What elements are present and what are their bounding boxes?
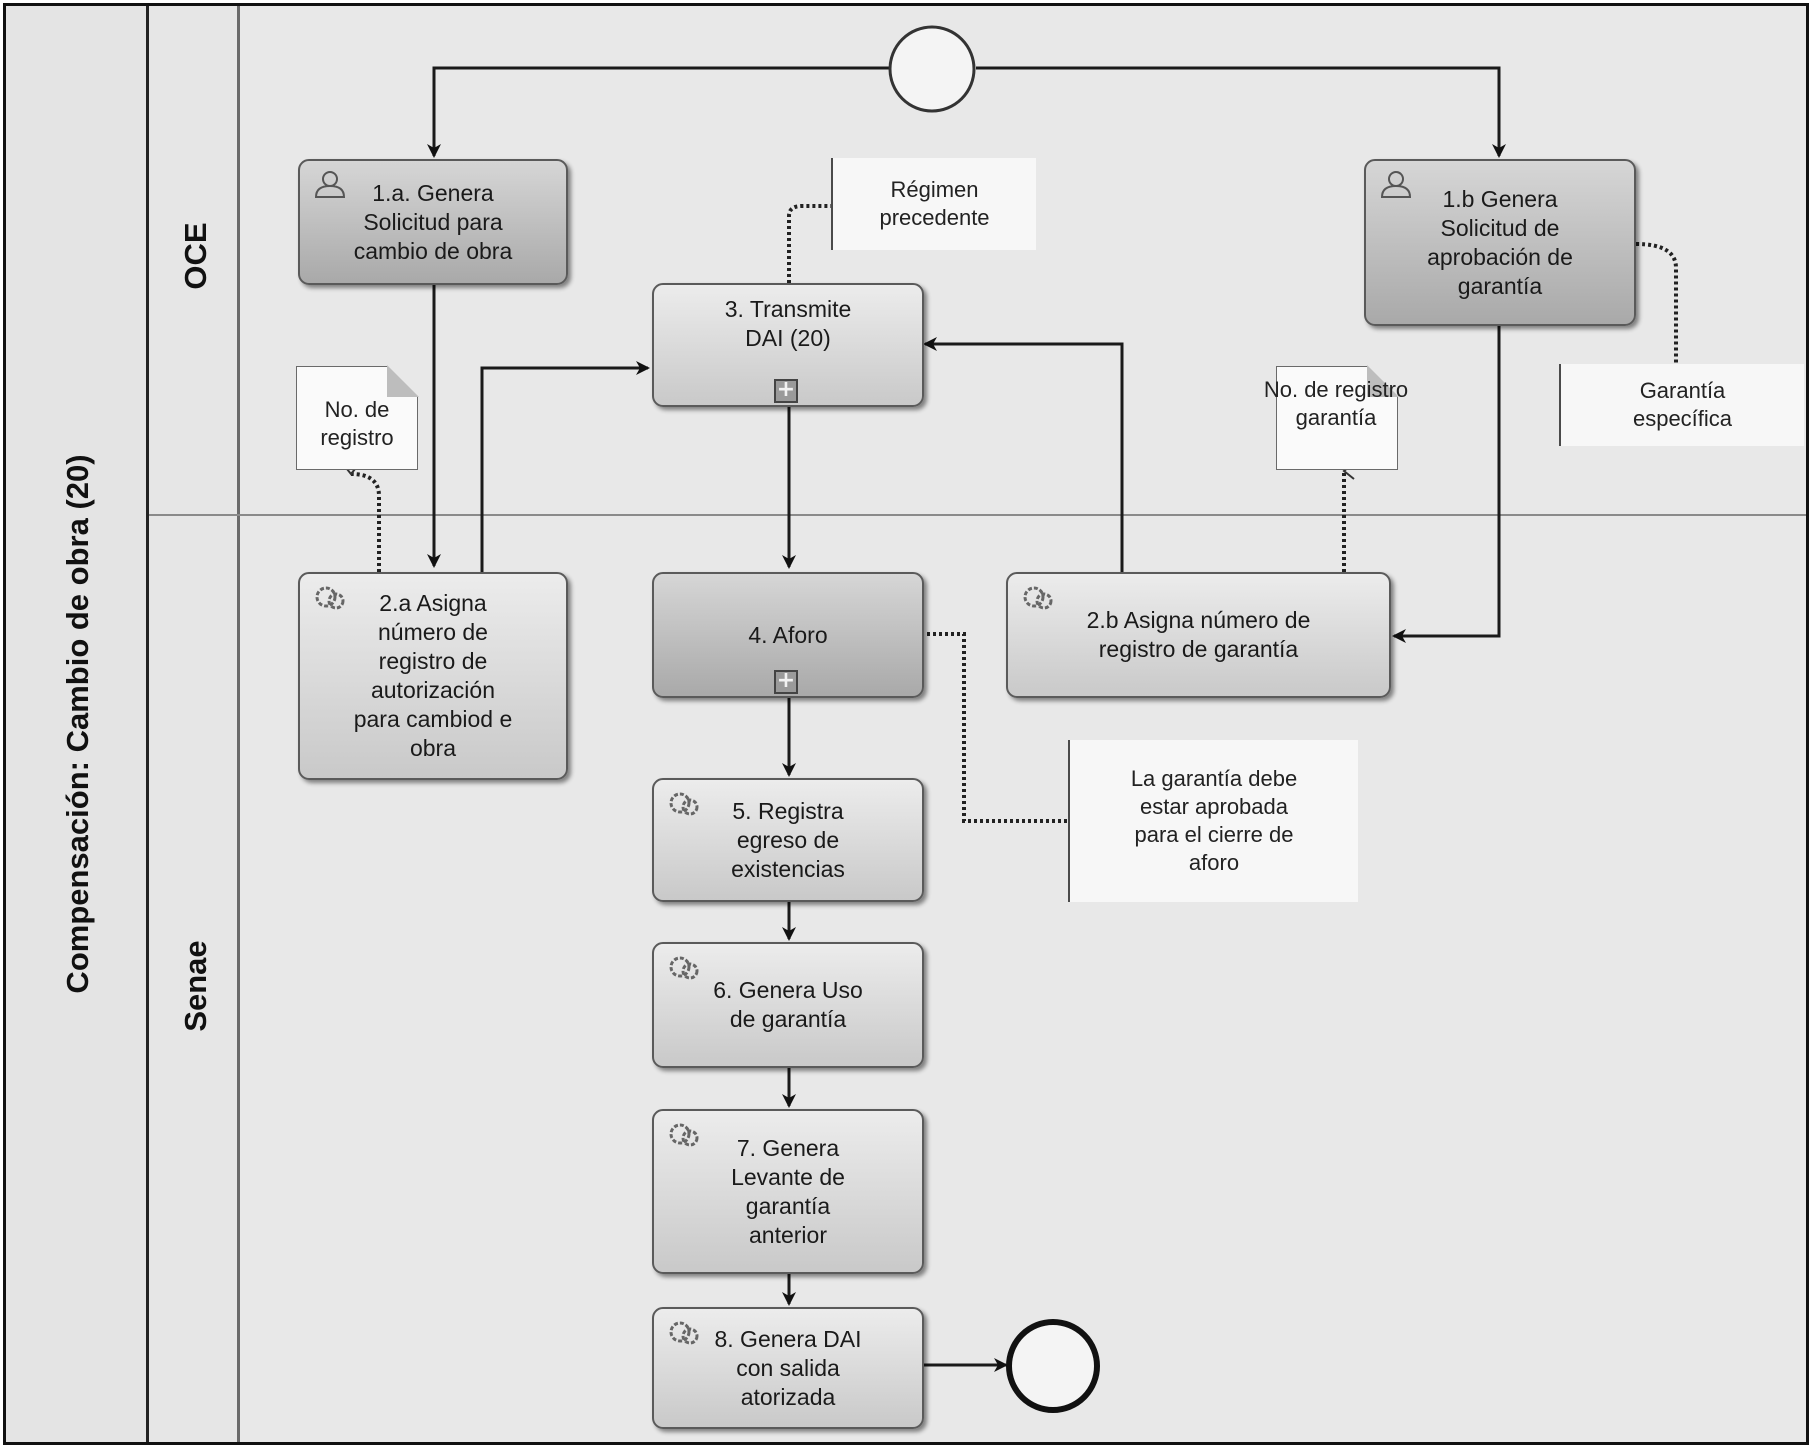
start-event xyxy=(888,25,976,113)
subprocess-plus-icon: + xyxy=(774,379,798,403)
end-event xyxy=(1006,1319,1100,1413)
annotation-garantia-especifica: Garantía específica xyxy=(1559,364,1804,446)
flow-connectors xyxy=(342,25,1678,1413)
task-5-label: 5. Registra egreso de existencias xyxy=(731,797,845,882)
task-6-genera-uso-garantia[interactable]: 6. Genera Uso de garantía xyxy=(652,942,924,1068)
assoc-3-regimen xyxy=(787,204,834,283)
task-4-label: 4. Aforo xyxy=(748,621,828,648)
task-3-label: 3. Transmite DAI (20) xyxy=(724,296,852,351)
service-task-icon xyxy=(669,956,699,980)
data-object-registro-garantia xyxy=(1276,365,1399,470)
service-task-icon xyxy=(1023,586,1053,610)
task-7-label: 7. Genera Levante de garantía anterior xyxy=(731,1134,845,1248)
task-8-label: 8. Genera DAI con salida atorizada xyxy=(714,1325,862,1410)
task-2a-label: 2.a Asigna número de registro de autoriz… xyxy=(353,590,513,761)
annotation-regimen-precedente: Régimen precedente xyxy=(831,158,1036,250)
task-1b-genera-solicitud-aprobacion-garantia[interactable]: 1.b Genera Solicitud de aprobación de ga… xyxy=(1364,159,1636,326)
subprocess-plus-icon: + xyxy=(774,670,798,694)
user-task-icon xyxy=(1380,171,1412,198)
data-object-fold xyxy=(1367,365,1399,397)
task-4-aforo[interactable]: 4. Aforo + xyxy=(652,572,924,698)
annotation-garantia-especifica-text: Garantía específica xyxy=(1632,378,1733,431)
task-1a-genera-solicitud-cambio-obra[interactable]: 1.a. Genera Solicitud para cambio de obr… xyxy=(298,159,568,285)
user-task-icon xyxy=(314,171,346,198)
annotation-regimen-text: Régimen precedente xyxy=(879,177,990,230)
task-2b-label: 2.b Asigna número de registro de garantí… xyxy=(1086,607,1311,662)
lane-header-column xyxy=(149,6,240,1442)
data-object-registro-garantia-label: No. de registro garantía xyxy=(1263,377,1409,430)
data-object-registro-label: No. de registro xyxy=(320,397,394,450)
service-task-icon xyxy=(669,792,699,816)
task-1a-label: 1.a. Genera Solicitud para cambio de obr… xyxy=(353,179,513,264)
task-5-registra-egreso-existencias[interactable]: 5. Registra egreso de existencias xyxy=(652,778,924,902)
pool-header xyxy=(6,6,149,1442)
assoc-1b-garantia xyxy=(1635,242,1678,366)
service-task-icon xyxy=(315,586,345,610)
task-8-genera-dai-salida-autorizada[interactable]: 8. Genera DAI con salida atorizada xyxy=(652,1307,924,1429)
bpmn-diagram-frame: Compensación: Cambio de obra (20) OCE Se… xyxy=(3,3,1809,1445)
task-6-label: 6. Genera Uso de garantía xyxy=(713,977,863,1032)
assoc-2a-registro xyxy=(342,463,381,572)
task-7-genera-levante-garantia-anterior[interactable]: 7. Genera Levante de garantía anterior xyxy=(652,1109,924,1274)
task-2a-asigna-numero-registro-autorizacion[interactable]: 2.a Asigna número de registro de autoriz… xyxy=(298,572,568,780)
flow-2a-to-3 xyxy=(480,361,650,572)
flow-start-to-1b xyxy=(976,66,1506,158)
annotation-garantia-aprobada-text: La garantía debe estar aprobada para el … xyxy=(1130,766,1298,875)
task-1b-label: 1.b Genera Solicitud de aprobación de ga… xyxy=(1427,185,1573,299)
service-task-icon xyxy=(669,1321,699,1345)
data-object-registro xyxy=(296,365,419,470)
task-3-transmite-dai[interactable]: 3. Transmite DAI (20) + xyxy=(652,283,924,407)
lane-divider xyxy=(149,514,1806,516)
service-task-icon xyxy=(669,1123,699,1147)
task-2b-asigna-numero-registro-garantia[interactable]: 2.b Asigna número de registro de garantí… xyxy=(1006,572,1391,698)
flow-start-to-1a xyxy=(427,66,891,158)
assoc-4-garantia-aprobada xyxy=(921,632,1069,823)
annotation-garantia-aprobada: La garantía debe estar aprobada para el … xyxy=(1068,740,1358,902)
flow-2b-to-3 xyxy=(923,337,1124,572)
flow-1b-to-2b xyxy=(1392,326,1501,643)
data-object-fold xyxy=(387,365,419,397)
